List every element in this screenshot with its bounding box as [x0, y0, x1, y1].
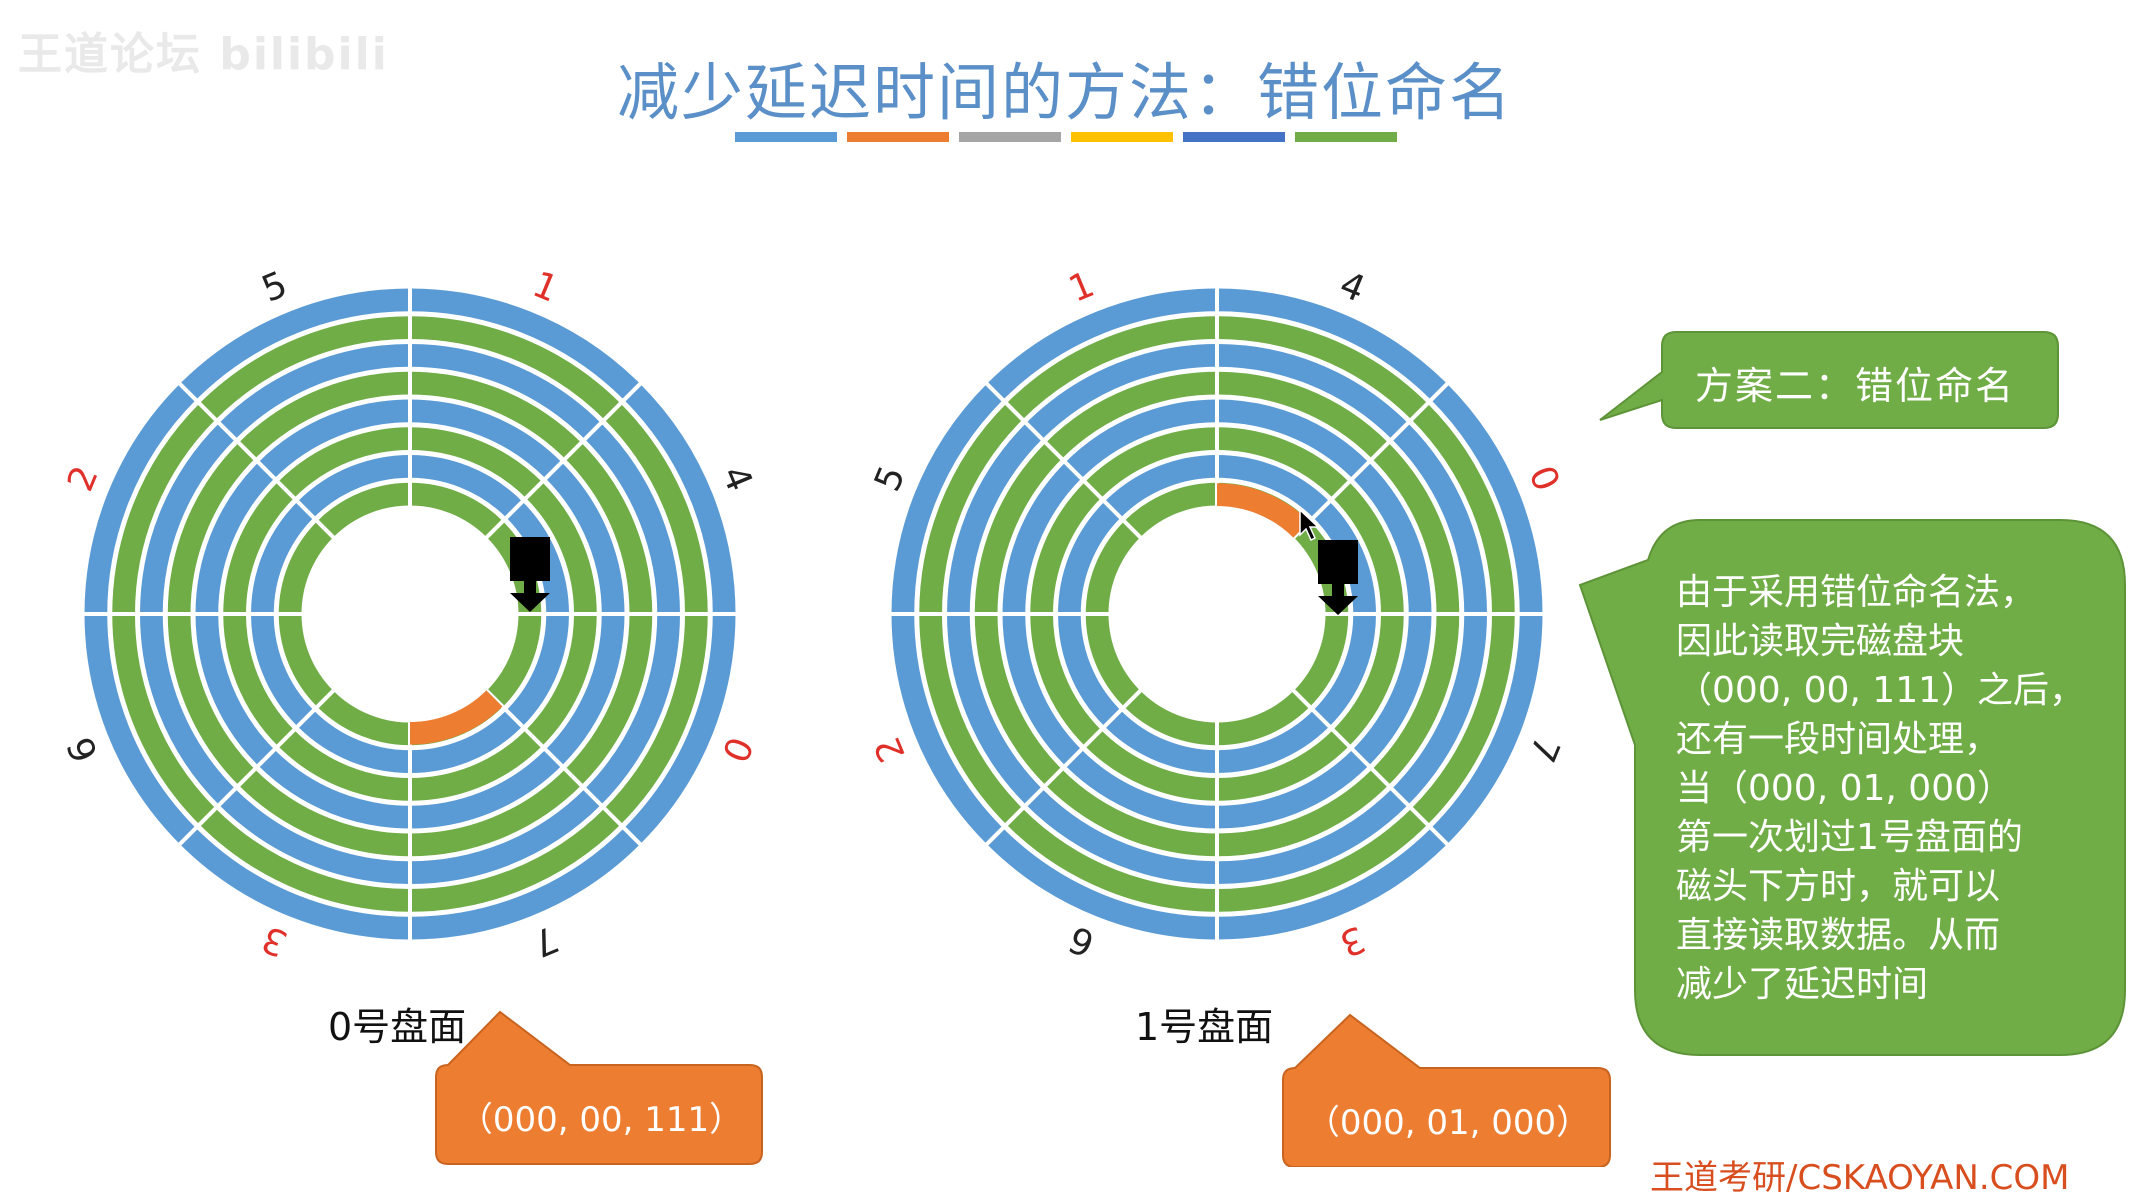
sector-label: 6 — [1063, 917, 1100, 964]
title-underline — [735, 132, 1397, 142]
footer-brand: 王道考研/CSKAOYAN.COM — [1650, 1158, 2070, 1198]
address-callout-0 — [435, 1010, 763, 1165]
underline-bar — [1183, 132, 1285, 142]
sector-label: 6 — [60, 731, 107, 768]
address-callout-1 — [1282, 1013, 1611, 1167]
sector-label: 5 — [256, 264, 293, 311]
underline-bar — [735, 132, 837, 142]
explanation-line: 因此读取完磁盘块 — [1676, 621, 1965, 662]
sector-label: 1 — [527, 264, 564, 311]
underline-bar — [959, 132, 1061, 142]
address-callout-1-text: （000, 01, 000） — [1305, 1103, 1591, 1143]
explanation-line: 减少了延迟时间 — [1676, 964, 1929, 1005]
sector-divider — [482, 686, 645, 849]
explanation-line: 由于采用错位命名法， — [1676, 572, 2037, 613]
underline-bar — [1071, 132, 1173, 142]
sector-label: 7 — [1520, 731, 1567, 768]
explanation-line: 第一次划过1号盘面的 — [1676, 817, 2023, 858]
sector-label: 0 — [713, 731, 760, 768]
platter-0-disk — [80, 284, 740, 944]
mouse-cursor-icon — [1299, 508, 1320, 542]
platter-1-disk — [887, 284, 1547, 944]
sector-divider — [982, 379, 1145, 542]
sector-label: 3 — [256, 917, 293, 964]
diagram-canvas: 0 1 2 3 4 5 6 7 0 1 2 3 4 5 6 7 — [60, 264, 2126, 1167]
sector-divider — [175, 379, 338, 542]
explanation-line: （000, 00, 111）之后， — [1676, 670, 2086, 711]
sector-label: 3 — [1334, 917, 1371, 964]
sector-label: 2 — [60, 460, 107, 497]
sector-label: 4 — [1334, 264, 1371, 311]
highlighted-sector — [1217, 483, 1310, 538]
explanation-callout-text: 由于采用错位命名法， 因此读取完磁盘块 （000, 00, 111）之后， 还有… — [1676, 568, 2086, 1009]
platter-0-caption: 0号盘面 — [328, 1005, 467, 1049]
sector-divider — [1289, 379, 1452, 542]
highlighted-sector — [410, 690, 503, 745]
sector-label: 1 — [1063, 264, 1100, 311]
sector-divider — [982, 686, 1145, 849]
explanation-line: 当（000, 01, 000） — [1676, 768, 2014, 809]
sector-label: 7 — [527, 917, 564, 964]
sector-label: 4 — [713, 460, 760, 497]
sector-label: 5 — [867, 460, 914, 497]
explanation-line: 直接读取数据。从而 — [1676, 915, 2001, 956]
sector-label: 2 — [867, 731, 914, 768]
sector-divider — [175, 686, 338, 849]
explanation-line: 还有一段时间处理， — [1676, 719, 2001, 760]
platter-0-read-head-icon — [510, 537, 550, 612]
explanation-callout — [1578, 519, 2126, 1056]
platter-1-read-head-icon — [1318, 540, 1358, 615]
scheme-callout-text: 方案二：错位命名 — [1695, 364, 2016, 408]
page-title: 减少延迟时间的方法：错位命名 — [616, 56, 1513, 129]
sector-divider — [1289, 686, 1452, 849]
underline-bar — [1295, 132, 1397, 142]
sector-label: 0 — [1520, 460, 1567, 497]
watermark: 王道论坛 bilibili — [18, 29, 389, 80]
underline-bar — [847, 132, 949, 142]
scheme-callout — [1599, 331, 2059, 429]
platter-1-caption: 1号盘面 — [1135, 1005, 1274, 1049]
address-callout-0-text: （000, 00, 111） — [458, 1100, 744, 1140]
explanation-line: 磁头下方时，就可以 — [1676, 866, 2001, 907]
sector-divider — [482, 379, 645, 542]
